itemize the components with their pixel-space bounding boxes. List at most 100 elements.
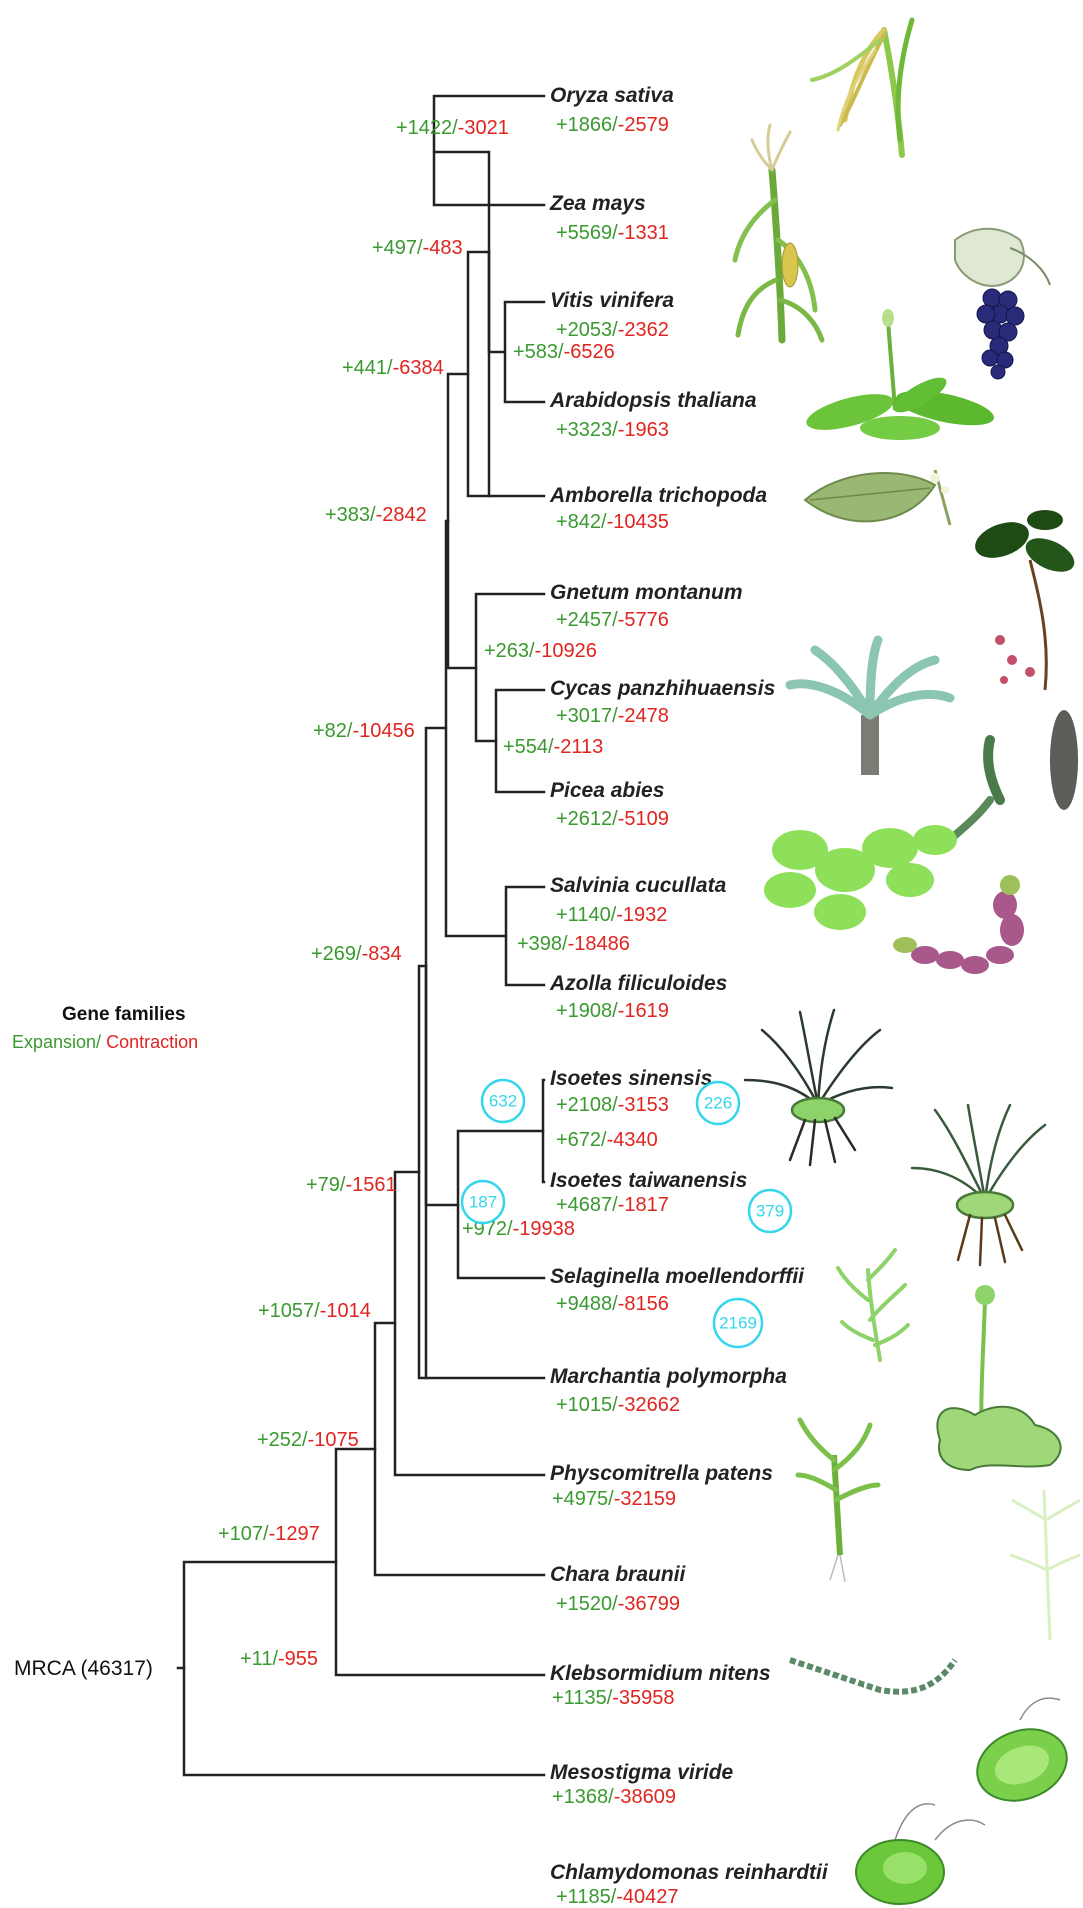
legend-expansion: Expansion/ [12, 1032, 101, 1052]
node-label-ferns: +398/-18486 [517, 933, 630, 955]
taxon-name: Klebsormidium nitens [550, 1662, 771, 1685]
taxon-name: Arabidopsis thaliana [549, 389, 757, 412]
taxon-counts: +2457/-5776 [556, 609, 669, 631]
expansion-count: +11/ [240, 1648, 278, 1670]
taxon-physcomitrella: Physcomitrella patens +4975/-32159 [550, 1462, 773, 1510]
expansion-count: +1908/ [556, 1000, 618, 1022]
contraction-count: -834 [362, 943, 402, 965]
bubble-isoetes-taiwanensis: 379 [749, 1190, 791, 1232]
contraction-count: -5776 [618, 609, 669, 631]
taxon-counts: +5569/-1331 [556, 222, 669, 244]
taxon-counts: +9488/-8156 [556, 1293, 669, 1315]
taxon-name: Cycas panzhihuaensis [550, 677, 775, 700]
expansion-count: +2457/ [556, 609, 618, 631]
contraction-count: -1331 [618, 222, 669, 244]
node-label-streptophytes-b: +11/-955 [240, 1648, 318, 1670]
taxon-name: Physcomitrella patens [550, 1462, 773, 1485]
bubble-value: 187 [469, 1193, 497, 1212]
contraction-count: -955 [278, 1648, 318, 1670]
expansion-count: +82/ [313, 720, 353, 742]
expansion-count: +107/ [218, 1523, 269, 1545]
node-label-gymnosperms: +263/-10926 [484, 640, 597, 662]
taxon-name: Vitis vinifera [550, 289, 674, 312]
bubble-value: 632 [489, 1092, 517, 1111]
spruce-branch-cone-icon [950, 710, 1078, 840]
contraction-count: -10456 [352, 720, 414, 742]
taxon-name: Chara braunii [550, 1563, 687, 1586]
flagellate-alga-icon [967, 1698, 1077, 1812]
expansion-count: +4975/ [552, 1488, 614, 1510]
taxon-marchantia: Marchantia polymorpha +1015/-32662 [550, 1365, 787, 1416]
taxon-counts: +1140/-1932 [556, 904, 667, 926]
taxon-counts: +4975/-32159 [552, 1488, 676, 1510]
taxon-name: Zea mays [549, 192, 646, 215]
expansion-count: +398/ [517, 933, 568, 955]
contraction-count: -18486 [568, 933, 630, 955]
taxon-name: Salvinia cucullata [550, 874, 727, 897]
expansion-count: +263/ [484, 640, 535, 662]
expansion-count: +4687/ [556, 1194, 618, 1216]
spikemoss-icon [838, 1250, 908, 1360]
contraction-count: -2579 [618, 114, 669, 136]
node-label-tracheophytes: +79/-1561 [306, 1174, 397, 1196]
contraction-count: -5109 [618, 808, 669, 830]
contraction-count: -483 [423, 237, 463, 259]
expansion-count: +1185/ [556, 1886, 617, 1908]
taxon-counts: +3323/-1963 [556, 419, 669, 441]
taxon-counts: +2053/-2362 [556, 319, 669, 341]
stonewort-icon [1010, 1490, 1080, 1640]
expansion-count: +2612/ [556, 808, 618, 830]
taxon-counts: +2108/-3153 [556, 1094, 669, 1116]
taxon-counts: +2612/-5109 [556, 808, 669, 830]
contraction-count: -1963 [618, 419, 669, 441]
amborella-leaf-icon [805, 470, 950, 525]
contraction-count: -40427 [616, 1886, 678, 1908]
taxon-salvinia: Salvinia cucullata +1140/-1932 [550, 874, 727, 926]
quillwort-icon [745, 1010, 892, 1165]
rice-plant-icon [812, 20, 912, 155]
contraction-count: -1817 [618, 1194, 669, 1216]
node-label-cycas-picea: +554/-2113 [503, 736, 603, 758]
maize-plant-icon [735, 125, 822, 340]
expansion-count: +672/ [556, 1129, 607, 1151]
bubble-lycophyte-node: 187 [462, 1181, 504, 1223]
node-label-angiosperms: +441/-6384 [342, 357, 444, 379]
taxon-counts: +1520/-36799 [556, 1593, 680, 1615]
expansion-count: +79/ [306, 1174, 346, 1196]
taxon-mesostigma: Mesostigma viride +1368/-38609 [550, 1761, 734, 1808]
node-label-land-plants-a: +1057/-1014 [258, 1300, 371, 1322]
gnetum-vine-icon [970, 510, 1079, 690]
taxon-chara: Chara braunii +1520/-36799 [550, 1563, 687, 1615]
contraction-count: -2478 [618, 705, 669, 727]
taxon-counts: +1185/-40427 [556, 1886, 679, 1908]
expansion-count: +842/ [556, 511, 607, 533]
contraction-count: -3153 [618, 1094, 669, 1116]
taxon-zea: Zea mays +5569/-1331 [549, 192, 669, 244]
bubble-value: 379 [756, 1202, 784, 1221]
root-label: MRCA (46317) [14, 1657, 153, 1680]
taxon-name: Picea abies [550, 779, 664, 802]
contraction-count: -1075 [308, 1429, 359, 1451]
expansion-count: +1140/ [556, 904, 617, 926]
node-label-streptophytes-a: +107/-1297 [218, 1523, 320, 1545]
expansion-count: +269/ [311, 943, 362, 965]
taxon-name: Oryza sativa [550, 84, 674, 107]
taxon-counts: +842/-10435 [556, 511, 669, 533]
contraction-count: -6526 [564, 341, 615, 363]
legend-contraction: Contraction [101, 1032, 198, 1052]
contraction-count: -1932 [616, 904, 667, 926]
expansion-count: +252/ [257, 1429, 308, 1451]
chlamydomonas-cell-icon [856, 1804, 985, 1904]
taxon-vitis: Vitis vinifera +2053/-2362 [550, 289, 674, 341]
node-label-euphyllophytes: +82/-10456 [313, 720, 415, 742]
expansion-count: +2108/ [556, 1094, 618, 1116]
taxon-counts: +1908/-1619 [556, 1000, 669, 1022]
arabidopsis-rosette-icon [803, 309, 997, 440]
taxon-name: Isoetes taiwanensis [550, 1169, 747, 1192]
node-label-isoetes: +672/-4340 [556, 1129, 658, 1151]
moss-icon [798, 1420, 878, 1582]
expansion-count: +441/ [342, 357, 393, 379]
filamentous-alga-icon [790, 1660, 955, 1692]
taxon-selaginella: Selaginella moellendorffii +9488/-8156 [550, 1265, 805, 1315]
contraction-count: -6384 [393, 357, 444, 379]
